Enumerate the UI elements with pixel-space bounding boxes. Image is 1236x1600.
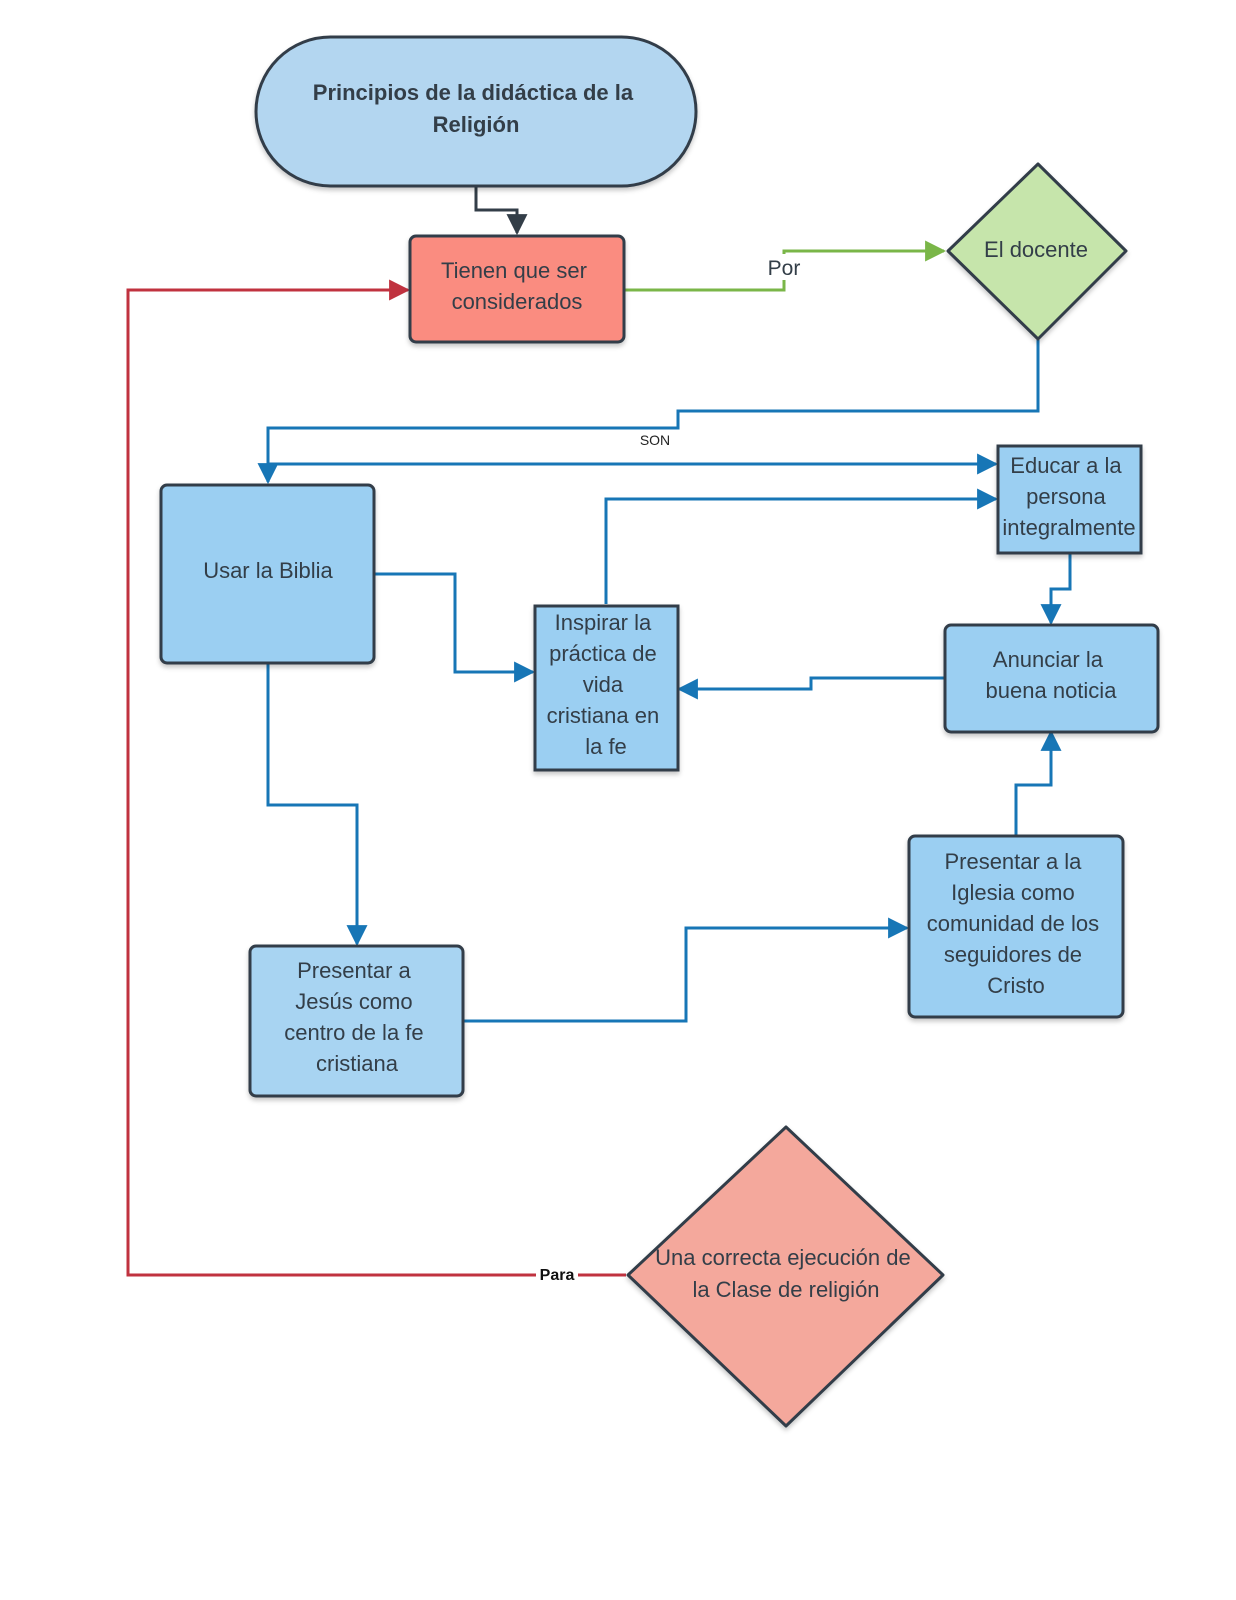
node-docente-text: El docente	[984, 237, 1088, 262]
node-principios-text: Principios de la didáctica de la Religió…	[313, 80, 639, 137]
edge-principios-to-tienen	[474, 186, 528, 236]
node-ejecucion-text: Una correcta ejecución de la Clase de re…	[655, 1245, 917, 1302]
node-educar-text: Educar a la persona integralmente	[1002, 453, 1135, 540]
edges	[126, 186, 1072, 1277]
node-iglesia-line: comunidad de los	[927, 911, 1099, 936]
node-ejecucion: Una correcta ejecución de la Clase de re…	[626, 1125, 945, 1428]
edge-anunciar-to-inspirar	[676, 676, 944, 700]
node-jesus-text: Presentar a Jesús como centro de la fe c…	[284, 958, 430, 1076]
node-educar-line: Educar a la	[1010, 453, 1122, 478]
node-tienen-text: Tienen que ser considerados	[441, 258, 593, 314]
edge-biblia-to-inspirar	[374, 572, 536, 683]
edge-label-son: SON	[640, 432, 670, 448]
node-iglesia-text: Presentar a la Iglesia como comunidad de…	[927, 849, 1106, 998]
node-iglesia-line: seguidores de	[944, 942, 1082, 967]
node-iglesia-line: Iglesia como	[951, 880, 1075, 905]
node-inspirar-line: práctica de	[549, 641, 657, 666]
node-iglesia: Presentar a la Iglesia como comunidad de…	[907, 834, 1125, 1019]
node-jesus-line: Jesús como	[295, 989, 412, 1014]
edge-label-por: Por	[768, 257, 801, 280]
node-principios: Principios de la didáctica de la Religió…	[254, 35, 698, 188]
node-educar-line: persona	[1026, 484, 1106, 509]
node-tienen: Tienen que ser considerados	[408, 234, 626, 344]
node-inspirar-line: vida	[583, 672, 624, 697]
node-iglesia-line: Presentar a la	[944, 849, 1082, 874]
node-biblia-line: Usar la Biblia	[203, 558, 333, 583]
node-tienen-line: considerados	[452, 289, 583, 314]
node-biblia-text: Usar la Biblia	[203, 558, 333, 583]
node-principios-line: Principios de la didáctica de la	[313, 80, 634, 105]
node-anunciar-line: buena noticia	[986, 678, 1118, 703]
node-anunciar-text: Anunciar la buena noticia	[986, 647, 1118, 703]
nodes: Principios de la didáctica de la Religió…	[159, 35, 1160, 1428]
edge-jesus-to-iglesia	[464, 917, 910, 1023]
edge-biblia-to-jesus	[266, 663, 368, 947]
node-educar: Educar a la persona integralmente	[996, 444, 1143, 555]
edge-iglesia-to-anunciar	[1014, 729, 1062, 836]
edge-ejecucion-to-tienen	[126, 279, 626, 1277]
edge-inspirar-to-educar	[604, 488, 999, 604]
node-jesus-line: Presentar a	[297, 958, 411, 983]
node-jesus-line: cristiana	[316, 1051, 399, 1076]
node-anunciar: Anunciar la buena noticia	[943, 623, 1160, 734]
edge-educar-to-anunciar	[1040, 553, 1072, 626]
node-tienen-line: Tienen que ser	[441, 258, 587, 283]
node-jesus: Presentar a Jesús como centro de la fe c…	[248, 944, 465, 1098]
node-docente-line: El docente	[984, 237, 1088, 262]
node-ejecucion-line: la Clase de religión	[692, 1277, 879, 1302]
node-ejecucion-line: Una correcta ejecución de	[655, 1245, 911, 1270]
node-inspirar: Inspirar la práctica de vida cristiana e…	[533, 604, 680, 772]
node-docente: El docente	[946, 162, 1128, 341]
node-inspirar-text: Inspirar la práctica de vida cristiana e…	[547, 610, 666, 759]
node-anunciar-line: Anunciar la	[993, 647, 1104, 672]
node-principios-line: Religión	[433, 112, 520, 137]
node-biblia: Usar la Biblia	[159, 483, 376, 665]
node-educar-line: integralmente	[1002, 515, 1135, 540]
edge-label-para: Para	[540, 1267, 575, 1284]
edge-labels: Por SON Para	[536, 254, 806, 1285]
edge-docente-to-biblia	[257, 340, 1040, 485]
node-inspirar-line: cristiana en	[547, 703, 660, 728]
node-inspirar-line: la fe	[585, 734, 627, 759]
node-iglesia-line: Cristo	[987, 973, 1044, 998]
node-jesus-line: centro de la fe	[284, 1020, 423, 1045]
node-inspirar-line: Inspirar la	[555, 610, 652, 635]
